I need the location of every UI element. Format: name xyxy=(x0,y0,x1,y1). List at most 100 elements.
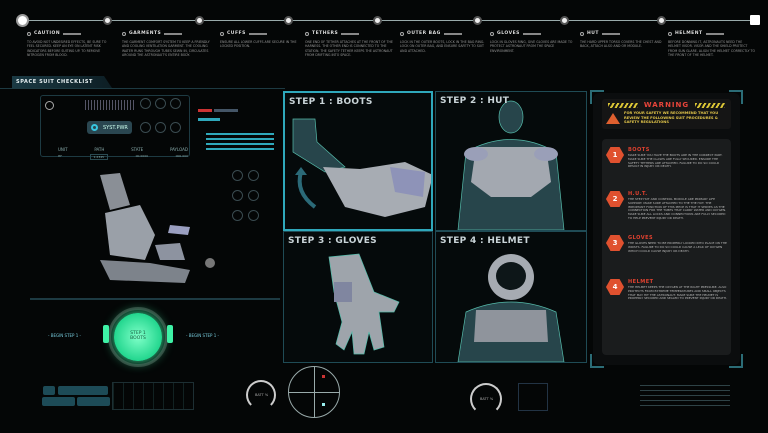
checklist-title: SPACE SUIT CHECKLIST xyxy=(12,76,112,88)
start-step-button[interactable]: STEP 1 BOOTS xyxy=(114,313,162,361)
boot-exploded-illustration xyxy=(100,173,215,283)
caption-bar xyxy=(341,32,360,35)
caption-bar xyxy=(63,32,82,35)
radar-dial xyxy=(288,366,340,418)
caption-title-text: TETHERS xyxy=(312,31,339,36)
step-caption: CUFFS ENSURE ALL LOWER CUFFS ARE SECURE I… xyxy=(220,31,308,49)
caption-bar xyxy=(164,32,183,35)
caption-bar xyxy=(602,32,620,35)
step-panel-hut[interactable]: STEP 2 : HUT xyxy=(435,91,587,231)
circle-icon xyxy=(220,31,224,36)
col-payload: PAYLOAD xyxy=(169,147,188,152)
caption-text: THE GARMENT COMFORT SYSTEM TO KEEP A FRI… xyxy=(122,40,210,58)
option-button-3[interactable] xyxy=(77,397,110,406)
helmet-illustration xyxy=(457,254,565,362)
syst-pwr-button[interactable]: SYST.PWR xyxy=(87,121,132,134)
dial-knob[interactable] xyxy=(170,98,181,109)
warning-item-text: MAKE SURE YOU HAVE THE BOOTS ARE IN THE … xyxy=(628,153,723,169)
col-state: STATE xyxy=(131,147,144,152)
timeline-node[interactable] xyxy=(16,14,29,27)
timeline-node[interactable] xyxy=(284,16,293,25)
pressure-gauge: BATT % xyxy=(470,383,502,415)
begin-step-right[interactable]: - BEGIN STEP 1 - xyxy=(186,333,219,338)
caption-title: HUT xyxy=(580,31,668,36)
joystick-icons xyxy=(232,170,272,260)
joystick-knob[interactable] xyxy=(232,210,243,221)
caption-title: HELMENT xyxy=(668,31,756,36)
timeline-node[interactable] xyxy=(560,16,569,25)
timeline-node[interactable] xyxy=(373,16,382,25)
val-payload: 000.000 xyxy=(175,154,188,158)
start-ring xyxy=(108,307,168,367)
caption-bar xyxy=(443,32,462,35)
caption-text: LOCK IN GLOVES RING, GIVE GLOVES ARE MAD… xyxy=(490,40,573,53)
col-path: PATH xyxy=(94,147,105,152)
warning-title: WARNING xyxy=(643,101,690,109)
dial-knob[interactable] xyxy=(155,98,166,109)
step-caption: GLOVES LOCK IN GLOVES RING, GIVE GLOVES A… xyxy=(490,31,578,53)
option-button-2[interactable] xyxy=(42,397,75,406)
checklist-frame xyxy=(0,88,285,300)
caption-title: TETHERS xyxy=(305,31,393,36)
caption-title: GARMENTS xyxy=(122,31,210,36)
gauge-label-2: BATT % xyxy=(480,397,494,401)
caption-bar xyxy=(522,32,541,35)
caption-title: GLOVES xyxy=(490,31,578,36)
waveform-graph xyxy=(112,382,194,410)
joystick-knob[interactable] xyxy=(248,190,259,201)
val-state: 00.0000 xyxy=(135,154,149,158)
timeline-node[interactable] xyxy=(195,16,204,25)
circle-icon xyxy=(305,31,309,36)
step-number-badge: 2 xyxy=(606,191,624,207)
timeline-node[interactable] xyxy=(657,16,666,25)
unit-headers: UNIT PATH STATE PAYLOAD xyxy=(58,147,188,152)
caption-title-text: CUFFS xyxy=(227,31,246,36)
joystick-knob[interactable] xyxy=(232,190,243,201)
unit-values: HF 1.2345 00.0000 000.000 xyxy=(58,154,188,160)
warning-item-title: BOOTS xyxy=(628,147,650,153)
dial-knob[interactable] xyxy=(170,122,181,133)
col-unit: UNIT xyxy=(58,147,68,152)
mode-button[interactable] xyxy=(43,386,55,395)
begin-step-left[interactable]: - BEGIN STEP 1 - xyxy=(48,333,81,338)
step-panel-boots[interactable]: STEP 1 : BOOTS xyxy=(283,91,433,231)
joystick-knob[interactable] xyxy=(232,170,243,181)
caption-title-text: HELMENT xyxy=(675,31,703,36)
timeline-node[interactable] xyxy=(103,16,112,25)
timeline-node[interactable] xyxy=(750,15,760,25)
caption-bar xyxy=(248,32,267,35)
hazard-stripes xyxy=(608,103,638,108)
glow-handle-right xyxy=(167,325,173,343)
joystick-knob[interactable] xyxy=(248,170,259,181)
caption-title: CAUTION xyxy=(27,31,115,36)
step-caption: GARMENTS THE GARMENT COMFORT SYSTEM TO KE… xyxy=(122,31,210,58)
step-panel-gloves[interactable]: STEP 3 : GLOVES xyxy=(283,231,433,363)
circle-icon xyxy=(668,31,672,36)
dial-knob[interactable] xyxy=(140,122,151,133)
boot-illustration xyxy=(292,118,431,217)
val-path: 1.2345 xyxy=(89,154,109,160)
dial-knob[interactable] xyxy=(155,122,166,133)
hazard-stripes xyxy=(695,103,725,108)
dial-knob[interactable] xyxy=(140,98,151,109)
hut-illustration xyxy=(457,100,565,230)
warning-item-text: THE STEP HUT AND CONTROL MODULE ARE PRIM… xyxy=(628,197,727,220)
glow-handle-left xyxy=(103,325,109,343)
joystick-knob[interactable] xyxy=(248,210,259,221)
step-caption: HUT THE HARD UPPER TORSO COVERS THE CHEST… xyxy=(580,31,668,49)
data-readout xyxy=(640,385,730,410)
warning-header: WARNING FOR YOUR SAFETY WE RECOMMEND THA… xyxy=(602,99,731,129)
caption-title-text: GARMENTS xyxy=(129,31,162,36)
step-title: STEP 2 : HUT xyxy=(440,96,510,106)
caption-text: THE HARD UPPER TORSO COVERS THE CHEST AN… xyxy=(580,40,662,49)
caption-text: ENSURE ALL LOWER CUFFS ARE SECURE IN THE… xyxy=(220,40,297,49)
step-panel-helmet[interactable]: STEP 4 : HELMET xyxy=(435,231,587,363)
circle-icon xyxy=(122,31,126,36)
timeline-node[interactable] xyxy=(473,16,482,25)
caption-text: LOCK IN THE OUTER BOOTS, LOCK IN THE BAG… xyxy=(400,40,485,53)
warning-item-text: THE GLOVES NEED TO BE PROPERLY LOCKED IN… xyxy=(628,241,727,253)
option-button-1[interactable] xyxy=(58,386,108,395)
warning-item-text: THE HELMET KEEPS THE OXYGEN AT THE RIGHT… xyxy=(628,285,727,301)
